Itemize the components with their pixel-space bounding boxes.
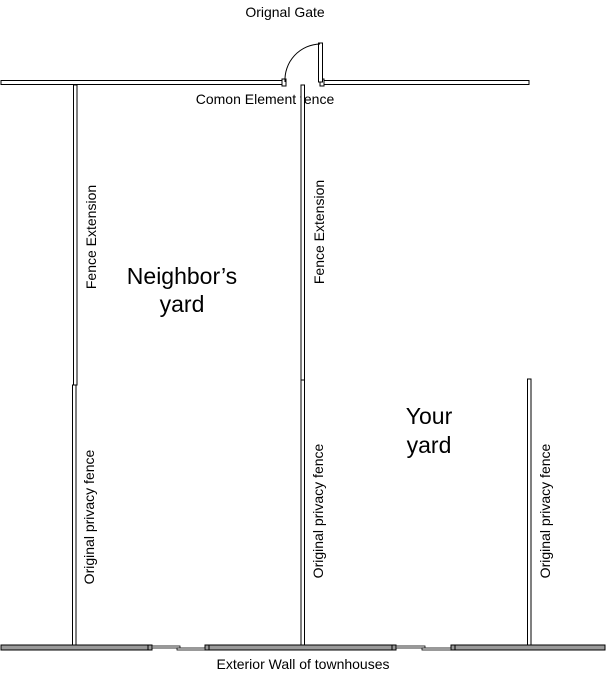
left-privacy-fence bbox=[72, 384, 77, 651]
exterior-wall bbox=[0, 644, 606, 651]
neighbor-yard-label-line1: Neighbor’s bbox=[127, 263, 237, 289]
common-element-fence-label: Comon Element fence bbox=[196, 91, 335, 107]
common-element-fence bbox=[0, 80, 530, 85]
fence-extension-left-label: Fence Extension bbox=[83, 185, 99, 289]
left-fence bbox=[72, 84, 78, 651]
exterior-wall-segment bbox=[0, 644, 149, 651]
neighbor-yard-label-line2: yard bbox=[160, 291, 205, 317]
middle-privacy-fence bbox=[300, 379, 305, 651]
privacy-fence-right-label: Original privacy fence bbox=[537, 443, 553, 578]
your-yard-label-line2: yard bbox=[407, 432, 452, 458]
sliding-door-icon bbox=[147, 644, 210, 651]
gate-icon bbox=[281, 42, 325, 87]
middle-fence-extension bbox=[300, 84, 305, 381]
exterior-wall-segment bbox=[454, 644, 606, 651]
privacy-fence-middle-label: Original privacy fence bbox=[310, 443, 326, 578]
left-fence-extension bbox=[73, 84, 78, 386]
sliding-door-icon bbox=[391, 644, 456, 651]
exterior-wall-label: Exterior Wall of townhouses bbox=[217, 656, 390, 672]
fence-extension-middle-label: Fence Extension bbox=[311, 180, 327, 284]
your-yard-label-line1: Your bbox=[406, 403, 453, 429]
privacy-fence-left-label: Original privacy fence bbox=[81, 449, 97, 584]
exterior-wall-segment bbox=[208, 644, 393, 651]
gate-label: Orignal Gate bbox=[245, 4, 325, 20]
middle-fence bbox=[300, 84, 305, 651]
right-privacy-fence bbox=[527, 378, 532, 651]
